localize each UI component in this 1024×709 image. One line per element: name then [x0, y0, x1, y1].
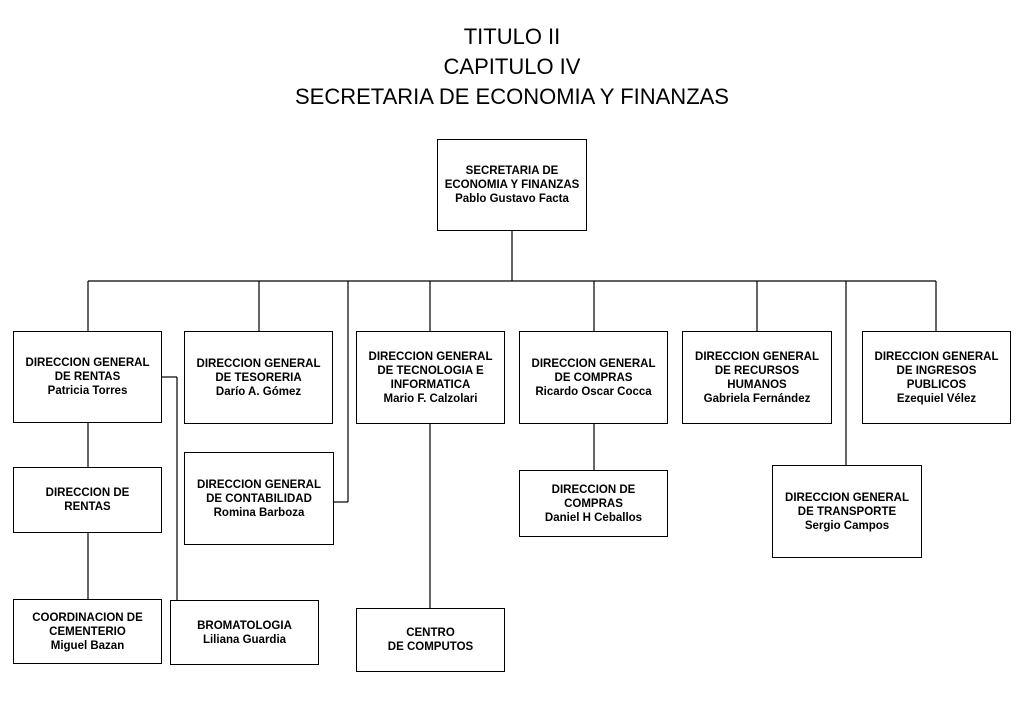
org-box-ingresos: DIRECCION GENERAL DE INGRESOS PUBLICOS E…: [862, 331, 1011, 424]
org-box-person: Daniel H Ceballos: [544, 511, 643, 524]
org-box-compras: DIRECCION GENERAL DE COMPRAS Ricardo Osc…: [519, 331, 668, 424]
org-box-secretaria: SECRETARIA DE ECONOMIA Y FINANZAS Pablo …: [437, 139, 587, 231]
org-box-person: Mario F. Calzolari: [383, 392, 478, 405]
title-line-3: SECRETARIA DE ECONOMIA Y FINANZAS: [295, 84, 729, 109]
org-box-title: COORDINACION DE CEMENTERIO: [32, 611, 143, 638]
org-box-title: BROMATOLOGIA: [197, 619, 292, 632]
org-box-title: DIRECCION DE COMPRAS: [551, 483, 636, 510]
org-box-computos: CENTRO DE COMPUTOS: [356, 608, 505, 672]
org-box-contabilidad: DIRECCION GENERAL DE CONTABILIDAD Romina…: [184, 452, 334, 545]
org-box-direccion-rentas: DIRECCION DE RENTAS: [13, 467, 162, 533]
org-box-bromatologia: BROMATOLOGIA Liliana Guardia: [170, 600, 319, 665]
org-box-title: DIRECCION GENERAL DE RENTAS: [25, 357, 150, 383]
org-box-title: DIRECCION GENERAL DE TECNOLOGIA E INFORM…: [368, 350, 493, 391]
org-box-title: DIRECCION GENERAL DE RECURSOS HUMANOS: [695, 350, 819, 391]
org-box-transporte: DIRECCION GENERAL DE TRANSPORTE Sergio C…: [772, 465, 922, 558]
org-box-rrhh: DIRECCION GENERAL DE RECURSOS HUMANOS Ga…: [682, 331, 832, 424]
org-box-cementerio: COORDINACION DE CEMENTERIO Miguel Bazan: [13, 599, 162, 664]
org-box-title: CENTRO DE COMPUTOS: [387, 627, 474, 653]
org-box-title: DIRECCION DE RENTAS: [45, 487, 130, 513]
org-box-person: Ezequiel Vélez: [896, 392, 977, 405]
org-box-direccion-compras: DIRECCION DE COMPRAS Daniel H Ceballos: [519, 470, 668, 537]
title-line-2: CAPITULO IV: [443, 54, 581, 79]
org-box-title: DIRECCION GENERAL DE TESORERIA: [196, 357, 321, 384]
org-box-title: DIRECCION GENERAL DE INGRESOS PUBLICOS: [874, 350, 999, 391]
chart-title: TITULO II CAPITULO IV SECRETARIA DE ECON…: [0, 22, 1024, 112]
org-box-tecnologia: DIRECCION GENERAL DE TECNOLOGIA E INFORM…: [356, 331, 505, 424]
title-line-1: TITULO II: [463, 24, 561, 49]
org-box-person: Darío A. Gómez: [215, 385, 302, 398]
org-box-person: Romina Barboza: [213, 506, 305, 519]
org-box-person: Liliana Guardia: [202, 633, 287, 646]
org-box-person: Gabriela Fernández: [703, 392, 811, 405]
org-box-title: DIRECCION GENERAL DE COMPRAS: [531, 357, 656, 384]
org-box-title: SECRETARIA DE ECONOMIA Y FINANZAS: [444, 165, 580, 191]
org-box-person: Pablo Gustavo Facta: [455, 193, 569, 205]
org-box-rentas: DIRECCION GENERAL DE RENTAS Patricia Tor…: [13, 331, 162, 423]
org-box-person: Sergio Campos: [804, 519, 890, 532]
org-box-person: Patricia Torres: [47, 385, 128, 397]
org-box-title: DIRECCION GENERAL DE TRANSPORTE: [785, 491, 909, 518]
org-box-person: Miguel Bazan: [50, 639, 125, 652]
org-box-title: DIRECCION GENERAL DE CONTABILIDAD: [197, 478, 321, 505]
org-box-tesoreria: DIRECCION GENERAL DE TESORERIA Darío A. …: [184, 331, 333, 424]
org-box-person: Ricardo Oscar Cocca: [535, 385, 652, 398]
